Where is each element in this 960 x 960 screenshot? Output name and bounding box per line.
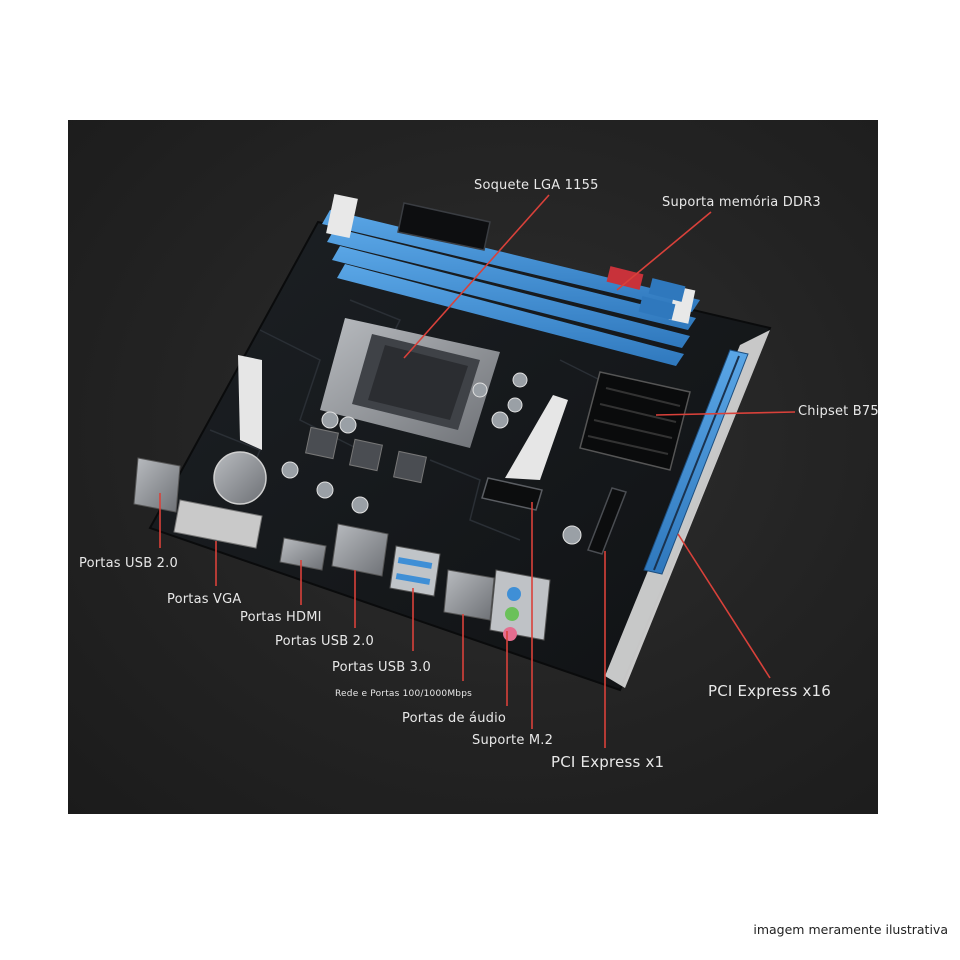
pointer-chipset xyxy=(655,411,796,416)
label-usb2-mid: Portas USB 2.0 xyxy=(275,634,374,649)
disclaimer-caption: imagem meramente ilustrativa xyxy=(753,922,948,937)
sata-connectors xyxy=(606,266,686,320)
audio-jack-green xyxy=(505,607,519,621)
audio-jack-blue xyxy=(507,587,521,601)
label-usb3: Portas USB 3.0 xyxy=(332,660,431,675)
white-heatsink-left xyxy=(238,355,262,450)
cpu-socket xyxy=(320,318,500,448)
chipset-heatsink xyxy=(579,371,691,471)
lan-port xyxy=(443,569,495,621)
usb3-port xyxy=(389,545,441,597)
label-lan: Rede e Portas 100/1000Mbps xyxy=(335,689,472,699)
label-pcie-x1: PCI Express x1 xyxy=(551,753,665,771)
chipset-fins xyxy=(587,387,681,455)
capacitors xyxy=(281,372,582,545)
label-chipset: Chipset B75 xyxy=(798,404,879,419)
rear-io xyxy=(133,457,551,641)
white-heatsink-mid xyxy=(505,395,568,480)
label-socket: Soquete LGA 1155 xyxy=(474,178,599,193)
m2-slot xyxy=(481,477,543,511)
cmos-battery xyxy=(213,451,267,505)
label-pcie-x16: PCI Express x16 xyxy=(708,682,832,700)
pointer-lines xyxy=(159,194,796,748)
pointer-memory xyxy=(616,211,712,291)
label-hdmi: Portas HDMI xyxy=(240,610,322,625)
hdmi-port xyxy=(279,537,327,571)
usb2-mid-port xyxy=(331,523,389,577)
vrm-chokes xyxy=(305,426,427,484)
pcie-x1-slot xyxy=(587,487,627,555)
label-audio: Portas de áudio xyxy=(402,711,507,726)
audio-panel xyxy=(489,569,551,641)
label-memory: Suporta memória DDR3 xyxy=(662,195,821,210)
audio-jack-pink xyxy=(503,627,517,641)
pointer-socket xyxy=(403,194,550,359)
usb2-left-port xyxy=(133,457,181,513)
label-usb2-left: Portas USB 2.0 xyxy=(79,556,178,571)
label-m2: Suporte M.2 xyxy=(472,733,554,748)
vga-port xyxy=(173,499,263,549)
atx-power-connector xyxy=(397,202,491,251)
label-vga: Portas VGA xyxy=(167,592,242,607)
pointer-pcie-x16 xyxy=(677,533,771,679)
